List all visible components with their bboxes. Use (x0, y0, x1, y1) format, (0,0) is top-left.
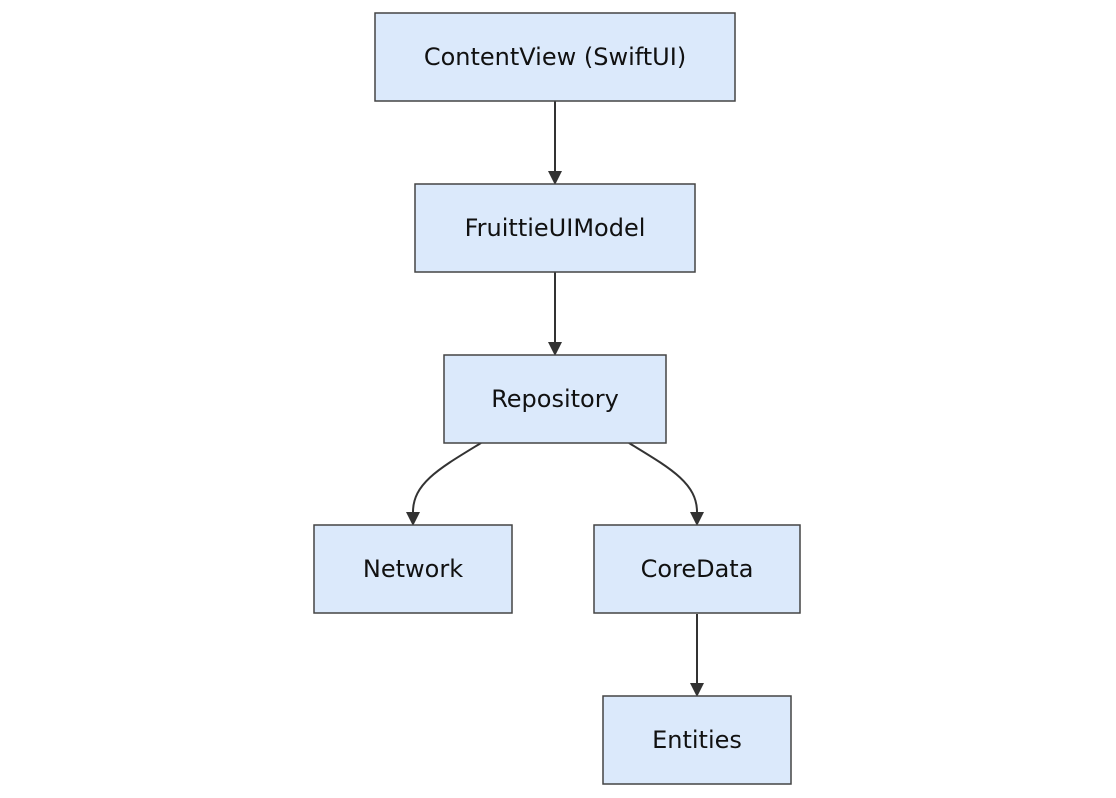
arrow-head-icon (690, 512, 704, 526)
node-label-coredata: CoreData (641, 555, 754, 583)
arrow-head-icon (406, 512, 420, 526)
node-coredata: CoreData (593, 524, 801, 614)
node-repository: Repository (443, 354, 667, 444)
node-label-network: Network (363, 555, 463, 583)
node-fruittieuimodel: FruittieUIModel (414, 183, 696, 273)
node-contentview: ContentView (SwiftUI) (374, 12, 736, 102)
edge-repository-to-coredata (628, 442, 704, 526)
edge-coredata-to-entities (690, 614, 704, 697)
edge-fruittieuimodel-to-repository (548, 272, 562, 356)
node-label-fruittieuimodel: FruittieUIModel (465, 214, 646, 242)
node-label-contentview: ContentView (SwiftUI) (424, 43, 686, 71)
node-network: Network (313, 524, 513, 614)
node-entities: Entities (602, 695, 792, 785)
arrow-head-icon (548, 171, 562, 185)
edge-repository-to-network (406, 442, 482, 526)
edges (406, 101, 704, 697)
arrow-head-icon (548, 342, 562, 356)
node-label-repository: Repository (491, 385, 619, 413)
arrow-head-icon (690, 683, 704, 697)
nodes: ContentView (SwiftUI) FruittieUIModel Re… (313, 12, 801, 785)
edge-contentview-to-fruittieuimodel (548, 101, 562, 185)
node-label-entities: Entities (652, 726, 742, 754)
